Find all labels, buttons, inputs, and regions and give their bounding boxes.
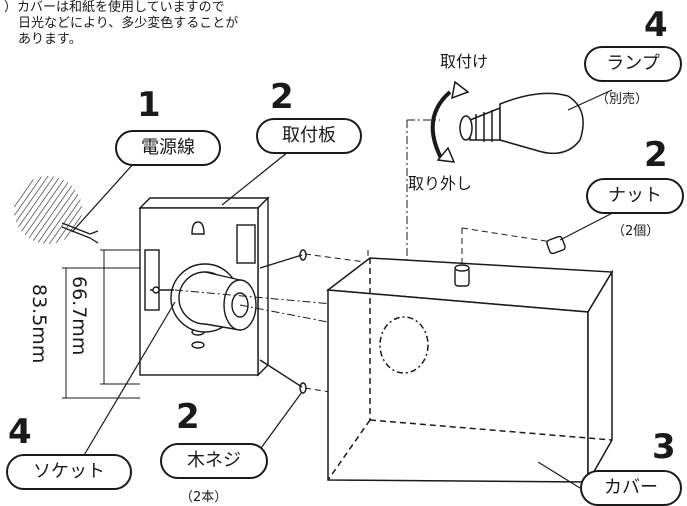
dimension-outer: 83.5mm: [28, 284, 50, 364]
nut-sub: （2個）: [612, 224, 660, 239]
install-arrowhead: [451, 80, 470, 100]
cover-drawing: [325, 257, 614, 485]
mount-plate-number: 2: [270, 77, 294, 117]
mount-plate-label: 取付板: [256, 118, 362, 154]
wood-screw-label: 木ネジ: [160, 443, 268, 479]
note-text: ）カバーは和紙を使用していますので 日光などにより、多少変色することが あります…: [4, 0, 238, 48]
remove-arrowhead: [436, 146, 456, 163]
cover-number: 3: [652, 427, 676, 467]
power-cord-number: 1: [137, 85, 161, 125]
lamp-number: 4: [644, 5, 668, 45]
lamp-label: ランプ: [584, 46, 682, 82]
cover-label: カバー: [580, 470, 682, 506]
lamp-drawing: [459, 92, 584, 155]
note-line-1: ）カバーは和紙を使用していますので: [4, 0, 225, 15]
lamp-sub: （別売）: [596, 92, 649, 107]
power-cord-drawing: [61, 162, 135, 244]
nut-number: 2: [644, 135, 668, 175]
wood-screw-number: 2: [176, 397, 200, 437]
rotation-arrow: [430, 90, 452, 161]
note-line-2: 日光などにより、多少変色することが: [18, 16, 239, 31]
remove-label: 取り外し: [408, 174, 473, 193]
note-line-3: あります。: [18, 32, 82, 47]
install-label: 取付け: [440, 52, 489, 71]
mount-plate-drawing: [138, 196, 270, 377]
wood-screws-drawing: [259, 249, 307, 394]
socket-number: 4: [8, 412, 32, 452]
dimension-inner: 66.7mm: [68, 276, 90, 356]
dimension-lines: [62, 249, 140, 399]
wood-screw-sub: （2本）: [180, 490, 228, 505]
socket-label: ソケット: [6, 454, 132, 490]
nuts-drawing: [454, 235, 566, 287]
power-cord-label: 電源線: [115, 130, 221, 166]
nut-label: ナット: [586, 178, 684, 214]
wall-hatch: [14, 176, 82, 244]
